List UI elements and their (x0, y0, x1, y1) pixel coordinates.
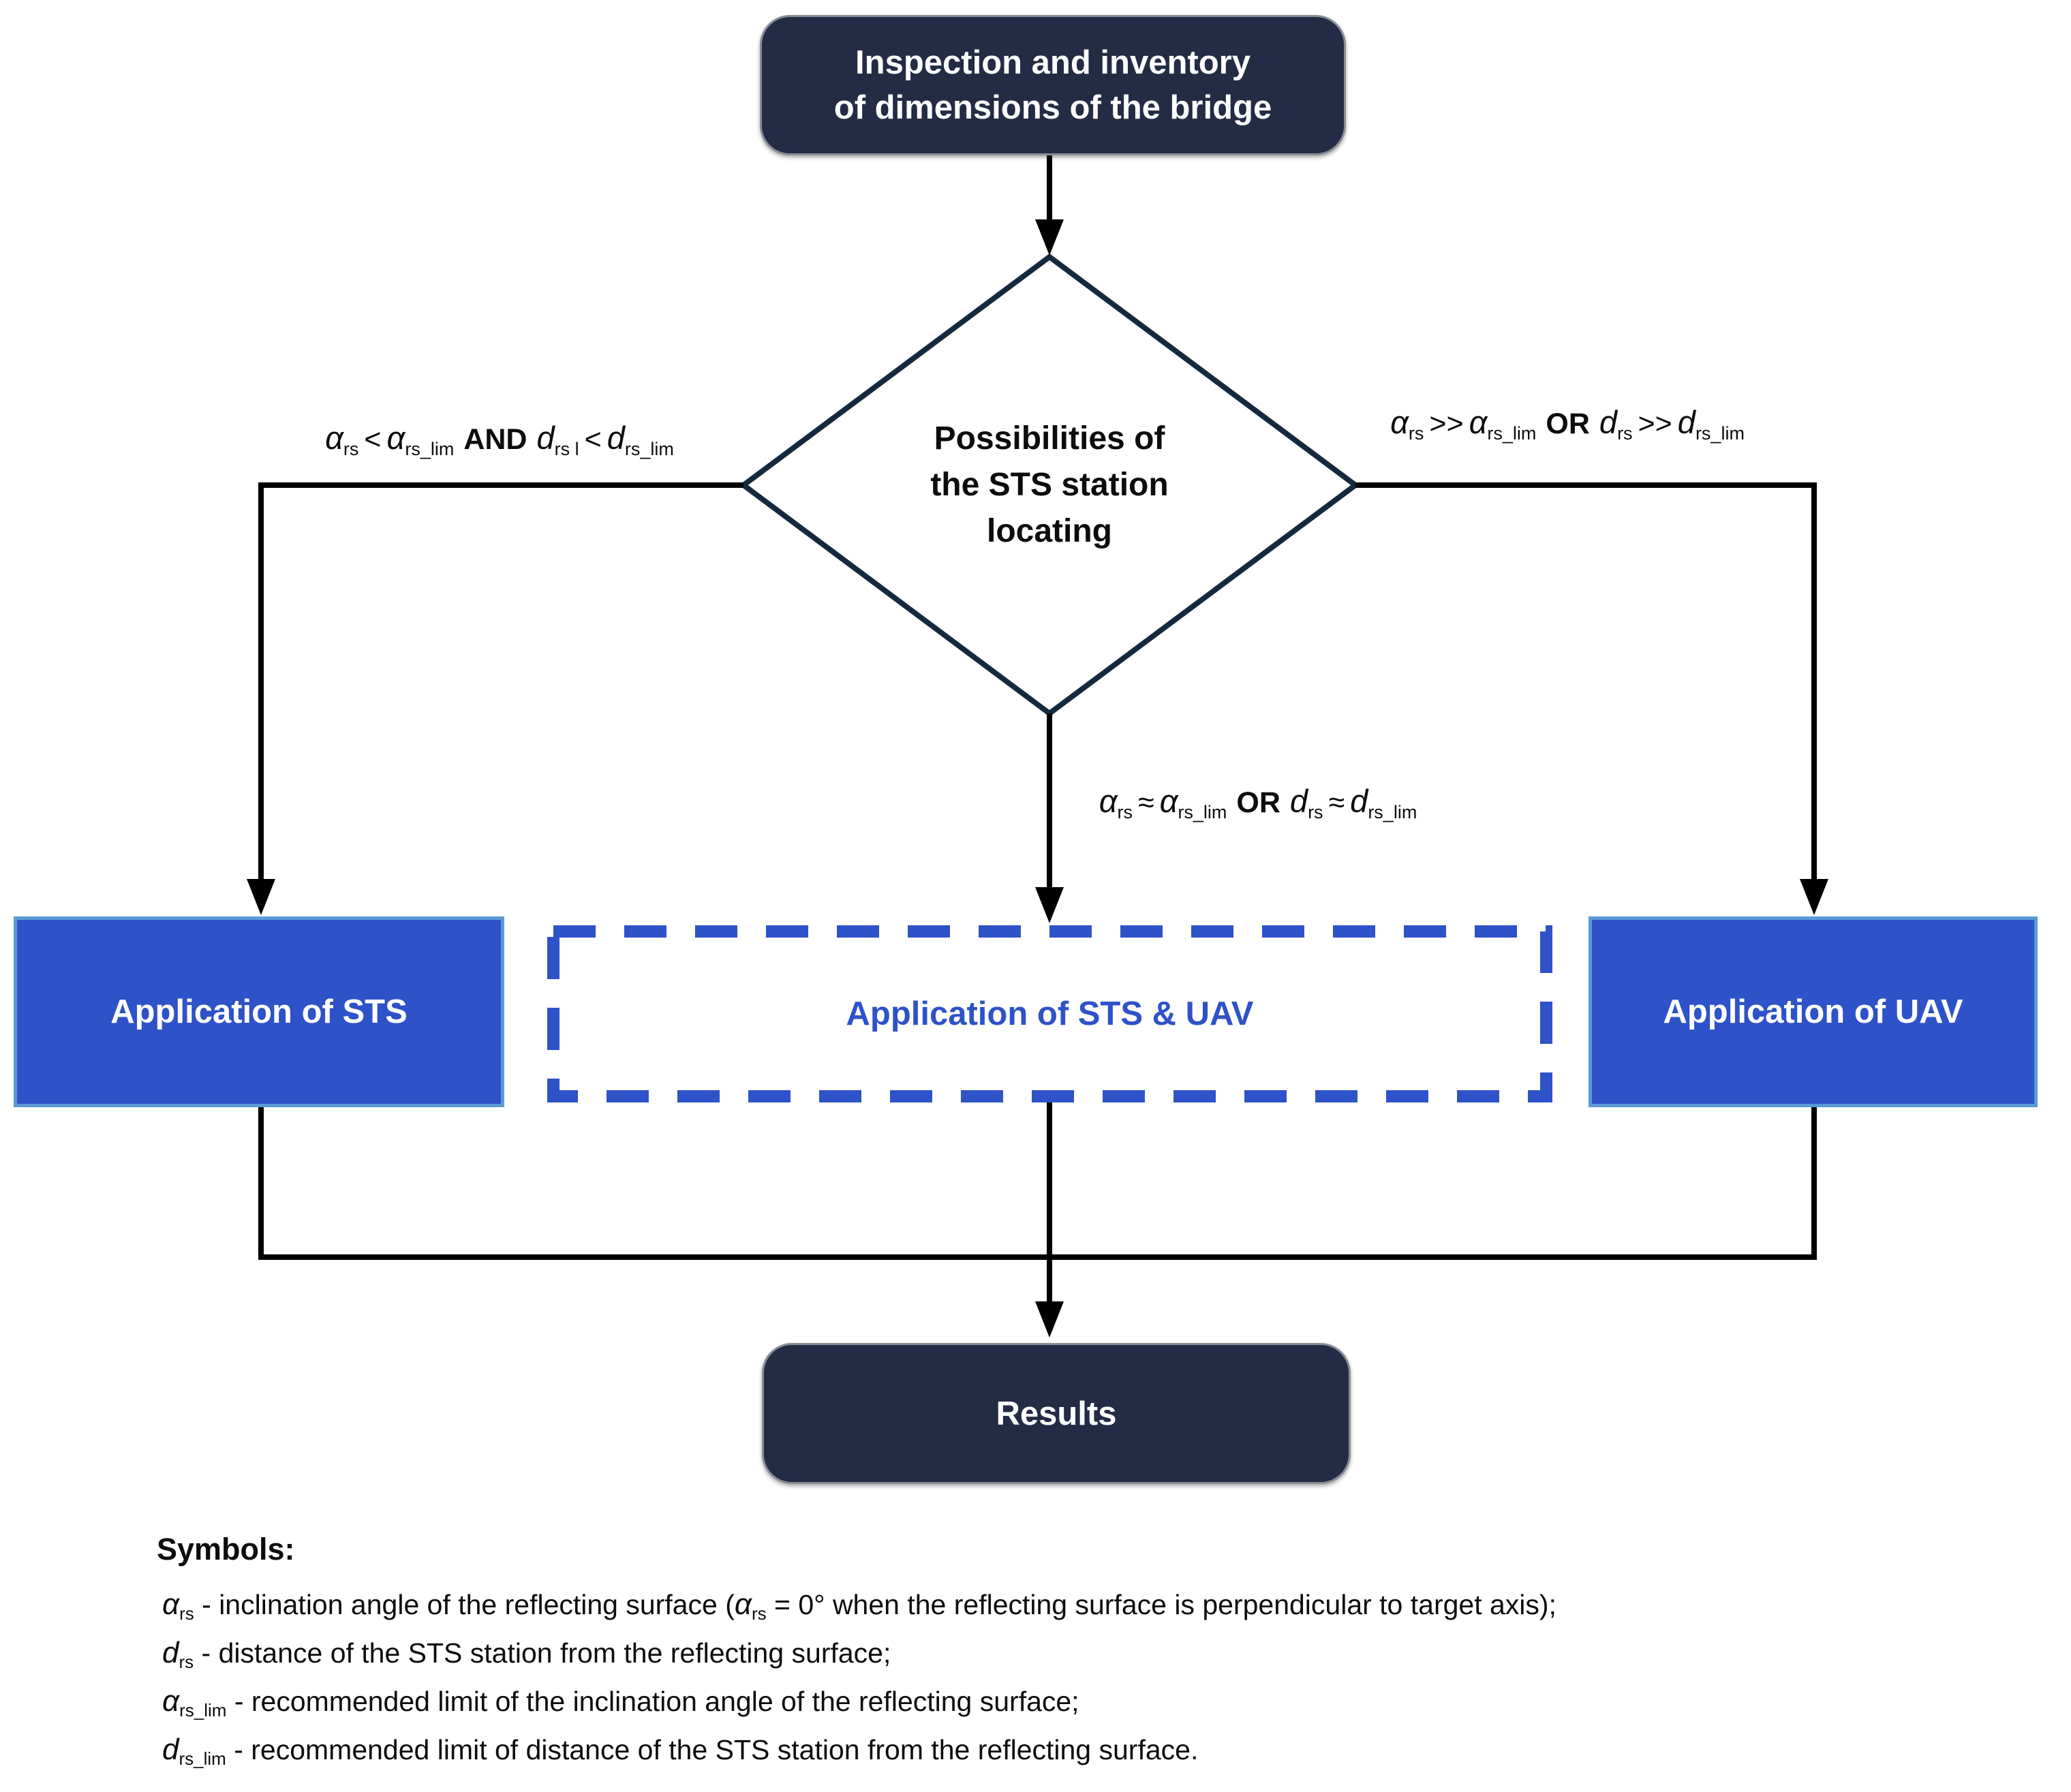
arrowhead-decision-to-sts (247, 879, 275, 915)
symbols-heading: Symbols: (157, 1532, 295, 1566)
application-sts-label: Application of STS (110, 993, 408, 1030)
d-rs-symbol: d (1289, 783, 1308, 819)
sts-uav-dashed-box-border (547, 925, 1552, 1102)
application-sts-node: Application of STS (14, 916, 504, 1107)
arrowhead-start-to-decision (1035, 219, 1064, 256)
alpha-rs-lim-symbol: α (386, 420, 405, 456)
d-rs-symbol: d (536, 420, 555, 456)
alpha-rs-symbol: α (1099, 783, 1118, 819)
application-sts-uav-label: Application of STS & UAV (846, 995, 1254, 1032)
alpha-rs-symbol: α (734, 1588, 752, 1621)
arrowhead-decision-to-sts-uav (1035, 887, 1064, 923)
alpha-rs-lim-symbol: α (162, 1684, 180, 1718)
decision-line1: Possibilities of (934, 420, 1165, 457)
alpha-rs-symbol: α (162, 1588, 180, 1621)
d-rs-lim-symbol: d (1350, 783, 1368, 819)
symbols-legend: αrs - inclination angle of the reflectin… (162, 1582, 1556, 1776)
start-node: Inspection and inventory of dimensions o… (760, 15, 1346, 155)
and-operator: AND (463, 423, 527, 456)
symbols-line-alpha-rs-lim: αrs_lim - recommended limit of the incli… (162, 1684, 1079, 1720)
decision-line2: the STS station (930, 467, 1169, 503)
or-operator: OR (1546, 407, 1590, 440)
application-sts-uav-node: Application of STS & UAV (553, 931, 1546, 1096)
start-node-line2: of dimensions of the bridge (833, 89, 1272, 126)
d-rs-lim-symbol: d (1677, 404, 1696, 440)
results-node: Results (762, 1343, 1351, 1484)
start-node-line1: Inspection and inventory (855, 44, 1251, 81)
edge-decision-to-sts (258, 482, 743, 882)
d-rs-symbol: d (1599, 404, 1618, 440)
application-uav-node: Application of UAV (1589, 916, 2038, 1107)
decision-line3: locating (986, 513, 1112, 549)
d-rs-lim-symbol: d (162, 1733, 179, 1766)
symbols-line-alpha-rs: αrs - inclination angle of the reflectin… (162, 1588, 1556, 1624)
decision-node-label: Possibilities of the STS station locatin… (811, 414, 1288, 556)
alpha-rs-lim-symbol: α (1469, 404, 1488, 440)
arrowhead-merge-to-results (1035, 1301, 1064, 1338)
or-operator: OR (1236, 786, 1280, 819)
alpha-rs-symbol: α (1390, 404, 1409, 440)
d-rs-symbol: d (162, 1636, 179, 1669)
symbols-line-d-rs-lim: drs_lim - recommended limit of distance … (162, 1733, 1199, 1769)
d-rs-lim-symbol: d (607, 420, 625, 456)
alpha-rs-symbol: α (325, 420, 343, 456)
edge-decision-to-uav (1355, 482, 1817, 882)
results-label: Results (996, 1395, 1117, 1432)
application-uav-label: Application of UAV (1663, 993, 1963, 1030)
symbols-line-d-rs: drs - distance of the STS station from t… (162, 1636, 891, 1672)
arrowhead-decision-to-uav (1800, 879, 1828, 915)
alpha-rs-lim-symbol: α (1159, 783, 1178, 819)
